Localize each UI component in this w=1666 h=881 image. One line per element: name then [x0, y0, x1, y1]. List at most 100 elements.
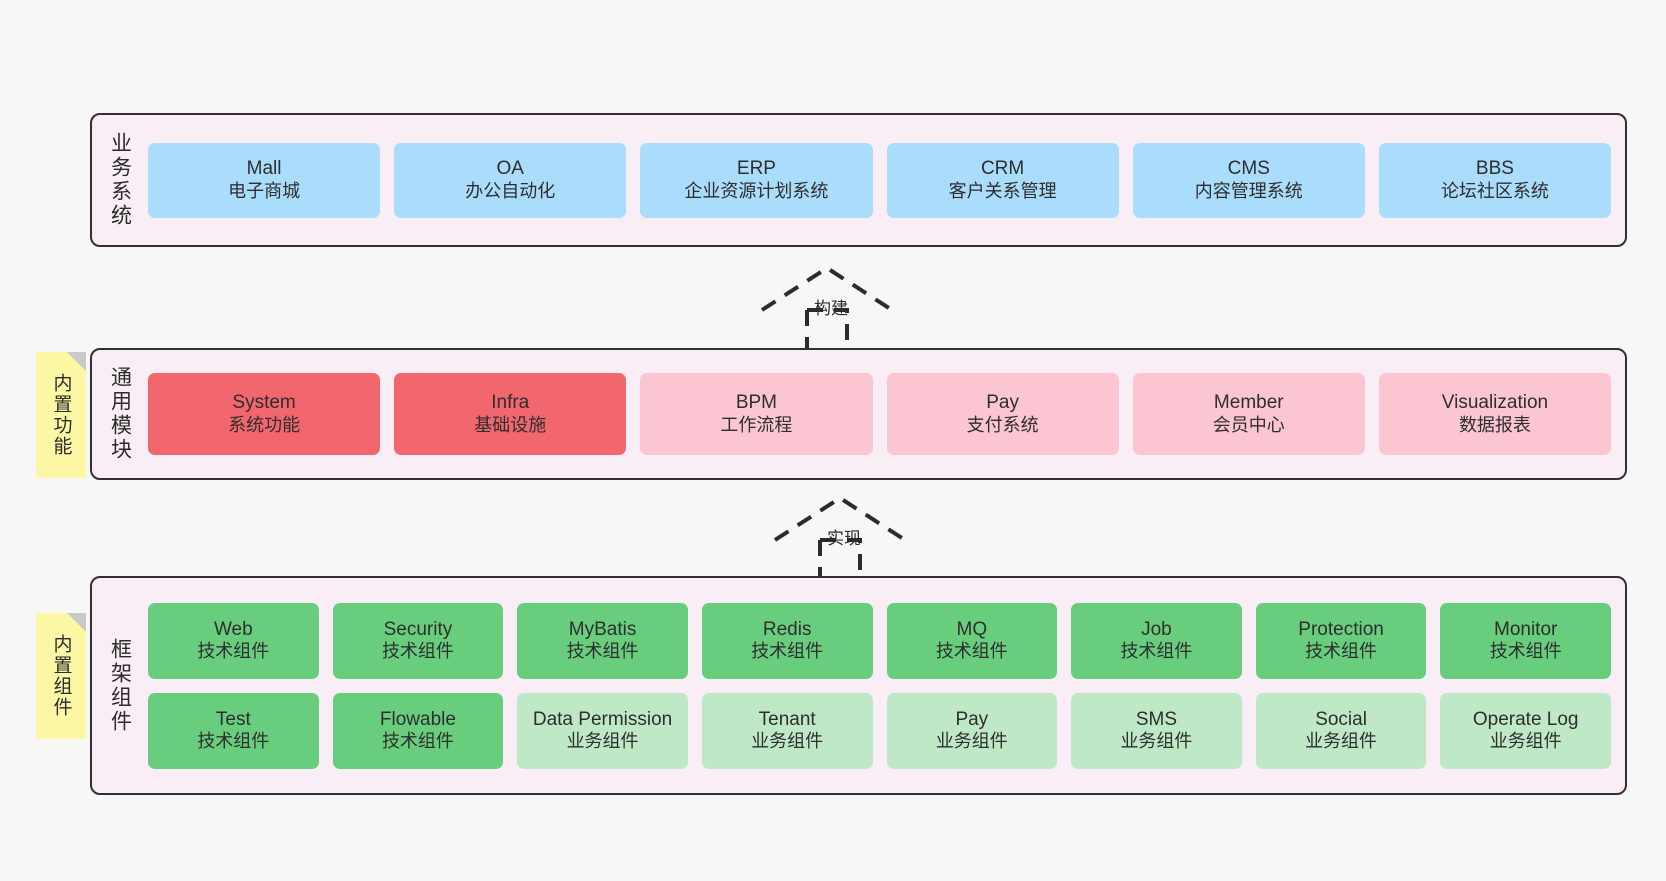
component-box-operate-log[interactable]: Operate Log 业务组件: [1440, 692, 1611, 769]
component-subtitle: 技术组件: [1120, 641, 1193, 662]
component-subtitle: 技术组件: [197, 641, 270, 662]
module-subtitle: 企业资源计划系统: [684, 180, 829, 201]
module-subtitle: 内容管理系统: [1194, 180, 1303, 201]
module-title: BBS: [1475, 158, 1514, 180]
component-title: Tenant: [758, 708, 816, 730]
module-box-member[interactable]: Member 会员中心: [1132, 373, 1365, 455]
module-box-bpm[interactable]: BPM 工作流程: [640, 373, 873, 455]
component-box-redis[interactable]: Redis 技术组件: [701, 602, 873, 679]
module-box-infra[interactable]: Infra 基础设施: [394, 373, 627, 455]
module-title: System: [232, 392, 296, 414]
connector-build-label: 构建: [814, 299, 848, 318]
layer-label-business-system: 业务系统: [108, 132, 132, 228]
module-subtitle: 会员中心: [1212, 414, 1285, 435]
box-row: System 系统功能 Infra 基础设施 BPM 工作流程 Pay 支付系统…: [148, 373, 1612, 455]
component-box-test[interactable]: Test 技术组件: [148, 692, 319, 769]
component-subtitle: 技术组件: [935, 641, 1008, 662]
component-subtitle: 业务组件: [1489, 731, 1562, 752]
component-title: MyBatis: [568, 618, 637, 640]
module-box-pay[interactable]: Pay 支付系统: [886, 373, 1119, 455]
component-subtitle: 技术组件: [751, 641, 824, 662]
component-box-mq[interactable]: MQ 技术组件: [886, 602, 1058, 679]
layer-label-framework-components: 框架组件: [108, 637, 132, 734]
component-subtitle: 业务组件: [935, 731, 1008, 752]
component-box-monitor[interactable]: Monitor 技术组件: [1440, 602, 1611, 679]
component-subtitle: 技术组件: [381, 731, 454, 752]
module-subtitle: 支付系统: [966, 414, 1039, 435]
module-subtitle: 基础设施: [474, 414, 547, 435]
component-title: Social: [1315, 708, 1367, 730]
connector-realize-arrow: 实现: [765, 492, 915, 584]
layer-body-framework-components: Web 技术组件 Security 技术组件 MyBatis 技术组件 Redi…: [148, 578, 1625, 793]
component-title: Data Permission: [532, 708, 673, 730]
component-box-mybatis[interactable]: MyBatis 技术组件: [517, 602, 688, 679]
component-title: MQ: [956, 618, 988, 640]
box-row: Test 技术组件 Flowable 技术组件 Data Permission …: [148, 692, 1611, 769]
component-subtitle: 业务组件: [1305, 731, 1378, 752]
box-row: Web 技术组件 Security 技术组件 MyBatis 技术组件 Redi…: [148, 602, 1611, 679]
module-subtitle: 电子商城: [228, 180, 301, 201]
component-box-web[interactable]: Web 技术组件: [148, 602, 319, 679]
component-title: Protection: [1298, 618, 1384, 640]
layer-body-common-modules: System 系统功能 Infra 基础设施 BPM 工作流程 Pay 支付系统…: [148, 350, 1625, 478]
component-subtitle: 技术组件: [566, 641, 639, 662]
module-title: Mall: [246, 158, 282, 180]
module-title: Member: [1213, 392, 1284, 414]
component-subtitle: 技术组件: [197, 731, 270, 752]
connector-build-arrow: 构建: [752, 262, 902, 354]
component-subtitle: 业务组件: [566, 731, 639, 752]
component-title: SMS: [1135, 708, 1178, 730]
component-box-sms[interactable]: SMS 业务组件: [1071, 692, 1242, 769]
component-title: Flowable: [379, 708, 456, 730]
module-box-bbs[interactable]: BBS 论坛社区系统: [1378, 142, 1612, 218]
component-title: Security: [383, 618, 453, 640]
module-box-mall[interactable]: Mall 电子商城: [148, 142, 381, 218]
module-title: Visualization: [1441, 392, 1549, 414]
module-title: BPM: [735, 392, 778, 414]
module-subtitle: 数据报表: [1458, 414, 1531, 435]
module-subtitle: 办公自动化: [465, 180, 556, 201]
component-box-protection[interactable]: Protection 技术组件: [1255, 602, 1427, 679]
component-subtitle: 技术组件: [1305, 641, 1378, 662]
component-box-social[interactable]: Social 业务组件: [1255, 692, 1427, 769]
module-box-crm[interactable]: CRM 客户关系管理: [886, 142, 1119, 218]
sticky-note-text: 内置组件: [50, 634, 72, 718]
layer-label-common-modules: 通用模块: [108, 366, 132, 462]
component-title: Pay: [955, 708, 989, 730]
module-box-oa[interactable]: OA 办公自动化: [394, 142, 627, 218]
sticky-note-builtin-features: 内置功能: [36, 352, 86, 478]
layer-panel-framework-components: 框架组件 Web 技术组件 Security 技术组件 MyBatis 技术组件…: [90, 576, 1627, 795]
component-title: Redis: [762, 618, 812, 640]
component-subtitle: 技术组件: [1489, 641, 1562, 662]
component-title: Job: [1141, 618, 1172, 640]
module-box-erp[interactable]: ERP 企业资源计划系统: [640, 142, 873, 218]
box-row: Mall 电子商城 OA 办公自动化 ERP 企业资源计划系统 CRM 客户关系…: [148, 142, 1612, 218]
module-subtitle: 论坛社区系统: [1440, 180, 1549, 201]
component-box-data-permission[interactable]: Data Permission 业务组件: [517, 692, 688, 769]
component-subtitle: 业务组件: [1120, 731, 1193, 752]
component-box-flowable[interactable]: Flowable 技术组件: [332, 692, 504, 769]
module-box-system[interactable]: System 系统功能: [148, 373, 381, 455]
component-subtitle: 技术组件: [381, 641, 454, 662]
sticky-note-text: 内置功能: [50, 373, 72, 457]
module-title: OA: [496, 158, 524, 180]
sticky-note-builtin-components: 内置组件: [36, 613, 86, 739]
component-box-security[interactable]: Security 技术组件: [332, 602, 504, 679]
module-subtitle: 客户关系管理: [948, 180, 1057, 201]
module-title: CMS: [1227, 158, 1270, 180]
module-title: Pay: [986, 392, 1019, 414]
module-box-visualization[interactable]: Visualization 数据报表: [1378, 373, 1612, 455]
module-title: CRM: [980, 158, 1025, 180]
module-subtitle: 工作流程: [720, 414, 793, 435]
component-box-tenant[interactable]: Tenant 业务组件: [701, 692, 873, 769]
layer-panel-common-modules: 通用模块 System 系统功能 Infra 基础设施 BPM 工作流程 Pay…: [90, 348, 1627, 480]
component-title: Monitor: [1494, 618, 1558, 640]
component-box-pay[interactable]: Pay 业务组件: [886, 692, 1058, 769]
module-box-cms[interactable]: CMS 内容管理系统: [1132, 142, 1365, 218]
module-title: Infra: [491, 392, 530, 414]
component-box-job[interactable]: Job 技术组件: [1071, 602, 1242, 679]
module-subtitle: 系统功能: [228, 414, 301, 435]
component-title: Operate Log: [1472, 708, 1579, 730]
layer-body-business-system: Mall 电子商城 OA 办公自动化 ERP 企业资源计划系统 CRM 客户关系…: [148, 115, 1625, 245]
